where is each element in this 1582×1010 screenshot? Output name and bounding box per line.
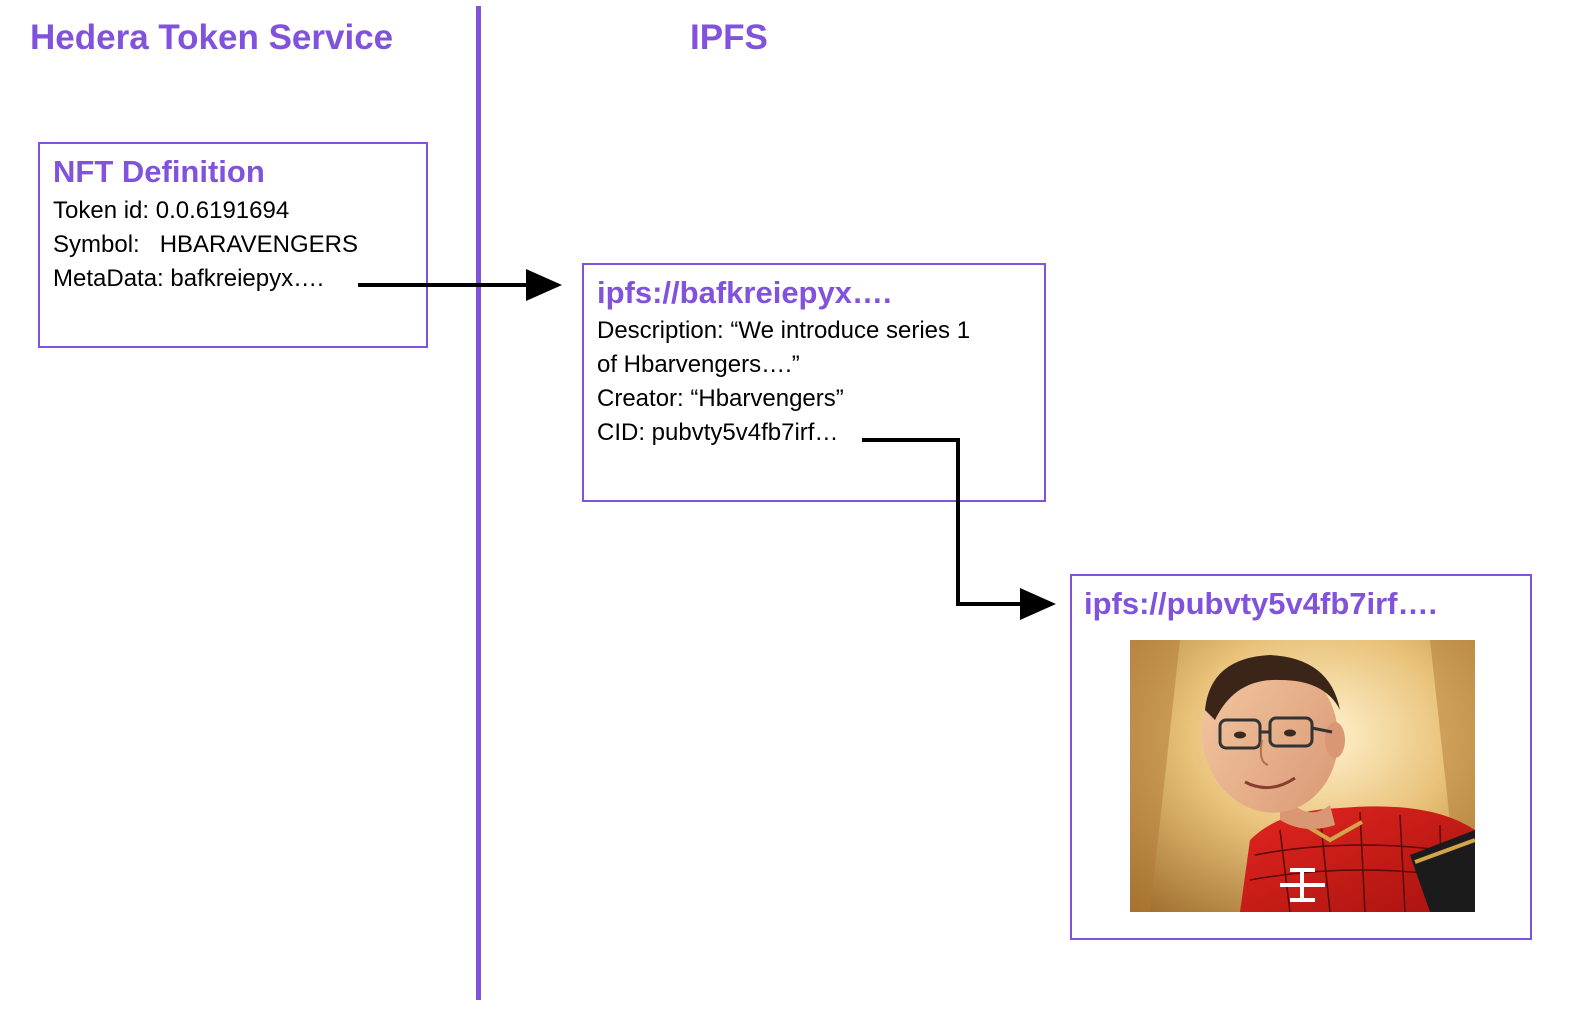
nft-portrait-image: [1130, 640, 1475, 912]
description-line-2: of Hbarvengers….”: [597, 351, 800, 378]
hedera-token-service-heading: Hedera Token Service: [30, 18, 394, 57]
symbol-line: Symbol: HBARAVENGERS: [53, 231, 358, 258]
creator-line: Creator: “Hbarvengers”: [597, 385, 844, 412]
metadata-file-box: [582, 263, 1046, 502]
metadata-line: MetaData: bafkreiepyx….: [53, 265, 324, 292]
description-line-1: Description: “We introduce series 1: [597, 317, 971, 344]
token-id-line: Token id: 0.0.6191694: [53, 197, 290, 224]
nft-definition-title: NFT Definition: [53, 154, 265, 189]
nft-definition-box: [38, 142, 428, 348]
image-file-title: ipfs://pubvty5v4fb7irf….: [1084, 586, 1438, 621]
metadata-file-title: ipfs://bafkreiepyx….: [597, 275, 892, 310]
section-divider: [476, 6, 481, 1000]
ipfs-heading: IPFS: [690, 18, 768, 57]
cid-to-image-arrow: [862, 438, 1056, 620]
cid-line: CID: pubvty5v4fb7irf…: [597, 419, 839, 446]
